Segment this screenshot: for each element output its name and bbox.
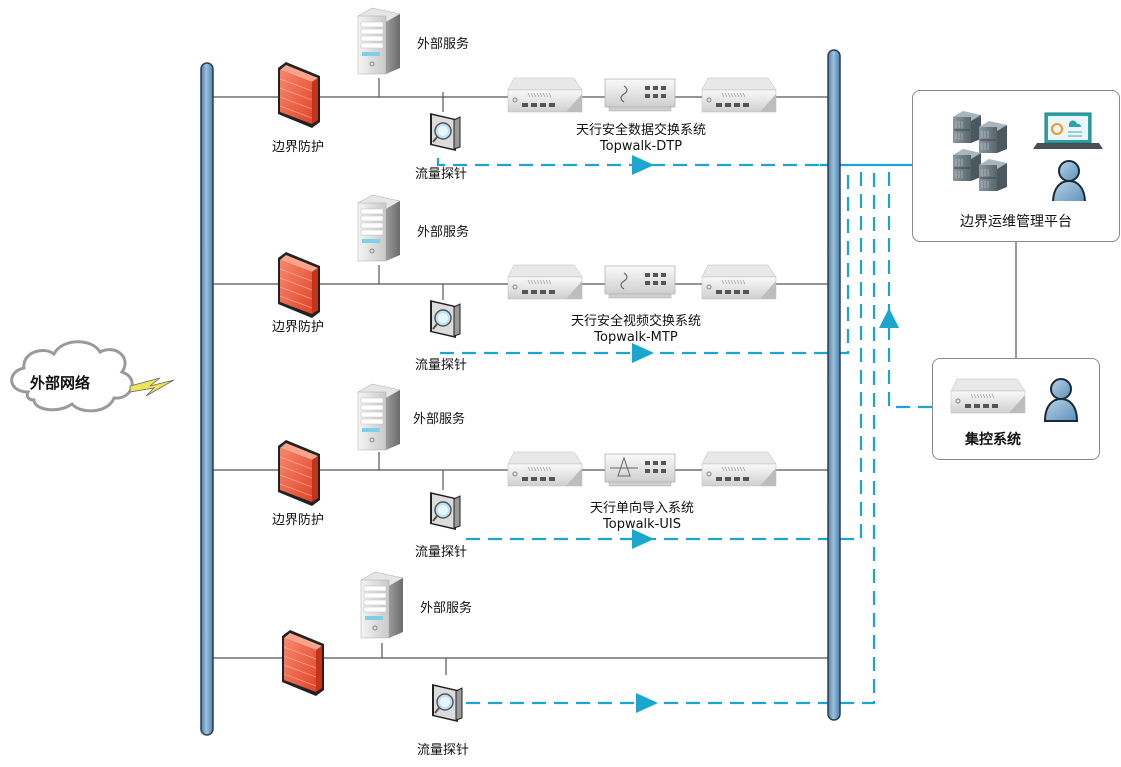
system-code: Topwalk-MTP	[594, 330, 678, 345]
appliance-icon	[701, 451, 777, 487]
management-platform-panel: 边界运维管理平台	[912, 90, 1120, 242]
external-service-label: 外部服务	[413, 412, 466, 427]
user-icon	[1052, 160, 1086, 201]
external-service-label: 外部服务	[420, 601, 473, 616]
management-platform-icons	[952, 110, 1103, 201]
appliance-icon	[701, 77, 777, 113]
external-network-label: 外部网络	[30, 374, 91, 392]
system-name: 天行安全视频交换系统	[570, 314, 702, 329]
external-service-label: 外部服务	[417, 225, 470, 240]
management-platform-label: 边界运维管理平台	[960, 214, 1072, 230]
system-caption: 天行单向导入系统 Topwalk-UIS	[590, 501, 694, 533]
server-icon	[360, 571, 404, 639]
flow-arrows	[632, 155, 899, 713]
lightning-icon	[129, 377, 175, 397]
system-caption: 天行安全数据交换系统 Topwalk-DTP	[576, 123, 706, 155]
flow-row-2	[440, 170, 850, 355]
arrow-right-icon	[632, 529, 654, 549]
system-code: Topwalk-DTP	[599, 139, 683, 154]
external-network-cloud	[10, 340, 134, 413]
system-caption: 天行安全视频交换系统 Topwalk-MTP	[571, 314, 701, 346]
firewall-label: 边界防护	[271, 140, 325, 155]
probe-label: 流量探针	[414, 545, 468, 560]
appliance-icon	[507, 451, 583, 487]
server-icon	[357, 7, 401, 75]
arrow-up-icon	[879, 308, 899, 328]
probe-label: 流量探针	[414, 167, 468, 182]
laptop-dashboard-icon	[1033, 112, 1103, 149]
probe-label: 流量探针	[414, 358, 468, 373]
arrow-right-icon	[632, 343, 654, 363]
arrow-right-icon	[632, 155, 654, 175]
firewall-label: 边界防护	[271, 513, 325, 528]
appliance-icon	[507, 264, 583, 300]
arrow-right-icon	[636, 693, 658, 713]
probe-label: 流量探针	[416, 743, 470, 758]
gateway-icon	[604, 453, 676, 487]
external-backbone	[200, 62, 214, 736]
gateway-icon	[604, 265, 676, 299]
row-links	[212, 78, 1017, 675]
firewall-icon	[277, 439, 321, 507]
appliance-icon	[507, 77, 583, 113]
flow-control-system	[887, 170, 932, 409]
flow-row-3	[466, 170, 863, 541]
traffic-probe-icon	[429, 299, 461, 339]
flow-row-4	[466, 170, 876, 705]
firewall-icon	[277, 61, 321, 129]
user-icon	[1044, 378, 1078, 422]
traffic-flows	[436, 158, 932, 705]
external-service-label: 外部服务	[417, 37, 470, 52]
control-system-label: 集控系统	[965, 432, 1021, 448]
traffic-probe-icon	[431, 683, 463, 723]
traffic-probe-icon	[429, 491, 461, 531]
gateway-icon	[604, 78, 676, 112]
server-icon	[357, 383, 401, 451]
server-icon	[357, 194, 401, 262]
control-system-panel: 集控系统	[932, 358, 1100, 460]
system-name: 天行安全数据交换系统	[575, 123, 707, 138]
control-system-icons	[950, 378, 1078, 422]
system-code: Topwalk-UIS	[603, 517, 681, 532]
system-name: 天行单向导入系统	[589, 501, 695, 516]
appliance-icon	[950, 378, 1026, 414]
flow-row-1	[436, 158, 848, 167]
server-cluster-icon	[952, 110, 1008, 192]
firewall-label: 边界防护	[271, 320, 325, 335]
internal-backbone	[827, 49, 841, 721]
firewall-icon	[281, 629, 325, 697]
firewall-icon	[277, 251, 321, 319]
traffic-probe-icon	[429, 112, 461, 152]
appliance-icon	[701, 264, 777, 300]
